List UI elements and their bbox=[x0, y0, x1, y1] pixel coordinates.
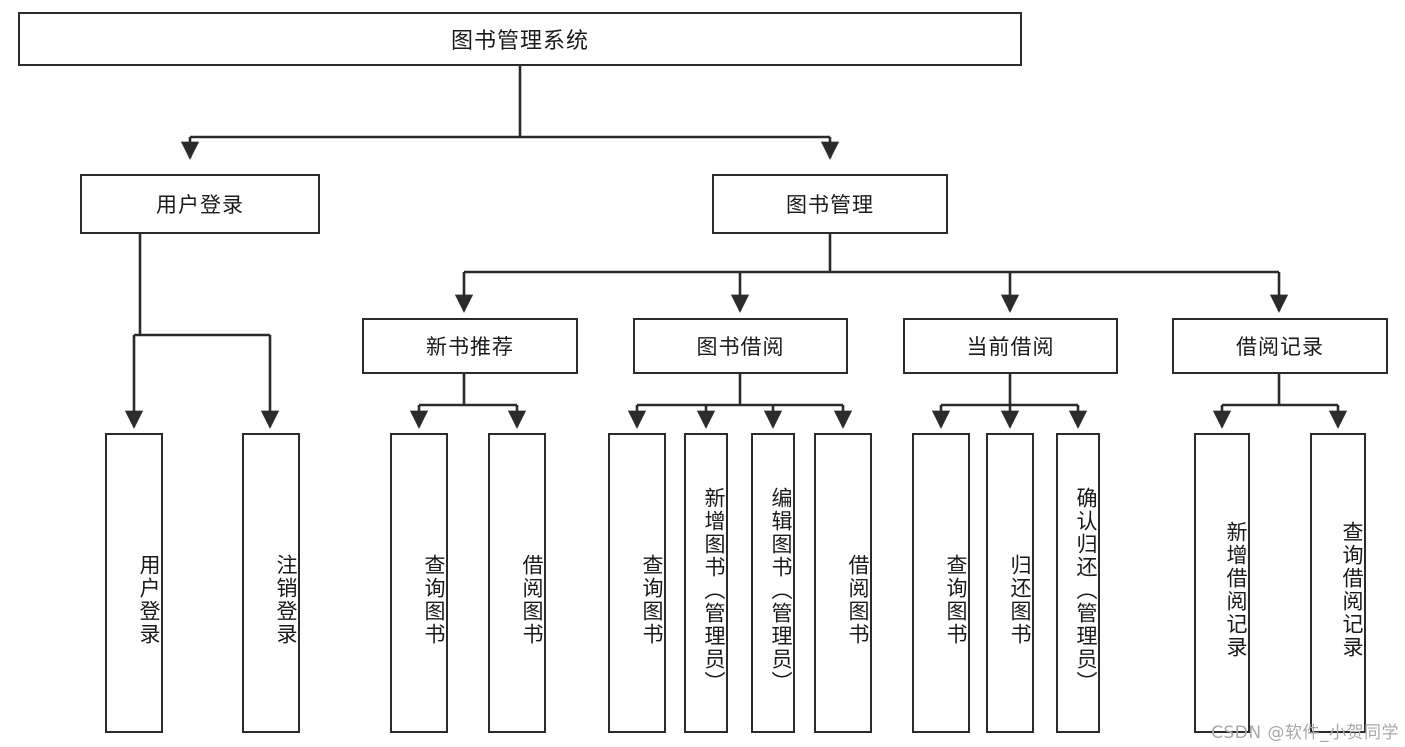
leaf-borrow-book-2[interactable]: 借阅图书 bbox=[814, 433, 872, 733]
node-book-manage[interactable]: 图书管理 bbox=[712, 174, 948, 234]
leaf-user-login-label: 用户登录 bbox=[137, 554, 161, 646]
node-current-borrow-label: 当前借阅 bbox=[966, 335, 1055, 359]
watermark: CSDN @软件_小贺同学 bbox=[1211, 723, 1399, 743]
node-book-borrow[interactable]: 图书借阅 bbox=[633, 318, 848, 374]
node-user-login-label: 用户登录 bbox=[156, 193, 244, 217]
leaf-edit-book-label: 编辑图书（管理员） bbox=[769, 486, 793, 694]
leaf-confirm-return[interactable]: 确认归还（管理员） bbox=[1056, 433, 1100, 733]
node-book-manage-label: 图书管理 bbox=[786, 193, 874, 217]
leaf-user-logout[interactable]: 注销登录 bbox=[242, 433, 300, 733]
leaf-query-book-1[interactable]: 查询图书 bbox=[390, 433, 448, 733]
leaf-add-book-label: 新增图书（管理员） bbox=[702, 486, 726, 694]
leaf-query-book-1-label: 查询图书 bbox=[422, 554, 446, 646]
node-borrow-record[interactable]: 借阅记录 bbox=[1172, 318, 1388, 374]
leaf-query-book-2-label: 查询图书 bbox=[640, 554, 664, 646]
leaf-query-book-2[interactable]: 查询图书 bbox=[608, 433, 666, 733]
leaf-borrow-book-2-label: 借阅图书 bbox=[846, 554, 870, 646]
node-root-label: 图书管理系统 bbox=[450, 29, 589, 54]
node-new-book-recommend-label: 新书推荐 bbox=[426, 335, 514, 359]
leaf-add-record[interactable]: 新增借阅记录 bbox=[1194, 433, 1250, 733]
node-book-borrow-label: 图书借阅 bbox=[696, 335, 785, 359]
node-new-book-recommend[interactable]: 新书推荐 bbox=[362, 318, 578, 374]
leaf-add-record-label: 新增借阅记录 bbox=[1224, 521, 1248, 659]
leaf-query-record-label: 查询借阅记录 bbox=[1340, 521, 1364, 659]
leaf-user-login[interactable]: 用户登录 bbox=[105, 433, 163, 733]
leaf-edit-book[interactable]: 编辑图书（管理员） bbox=[751, 433, 795, 733]
leaf-add-book[interactable]: 新增图书（管理员） bbox=[684, 433, 728, 733]
leaf-borrow-book-1[interactable]: 借阅图书 bbox=[488, 433, 546, 733]
leaf-query-book-3-label: 查询图书 bbox=[944, 554, 968, 646]
node-current-borrow[interactable]: 当前借阅 bbox=[903, 318, 1118, 374]
node-root[interactable]: 图书管理系统 bbox=[18, 12, 1022, 66]
leaf-confirm-return-label: 确认归还（管理员） bbox=[1074, 486, 1098, 694]
leaf-query-book-3[interactable]: 查询图书 bbox=[912, 433, 970, 733]
node-user-login[interactable]: 用户登录 bbox=[80, 174, 320, 234]
leaf-return-book-label: 归还图书 bbox=[1008, 554, 1032, 646]
leaf-user-logout-label: 注销登录 bbox=[274, 554, 298, 646]
leaf-return-book[interactable]: 归还图书 bbox=[986, 433, 1034, 733]
node-borrow-record-label: 借阅记录 bbox=[1236, 335, 1324, 359]
leaf-query-record[interactable]: 查询借阅记录 bbox=[1310, 433, 1366, 733]
leaf-borrow-book-1-label: 借阅图书 bbox=[520, 554, 544, 646]
